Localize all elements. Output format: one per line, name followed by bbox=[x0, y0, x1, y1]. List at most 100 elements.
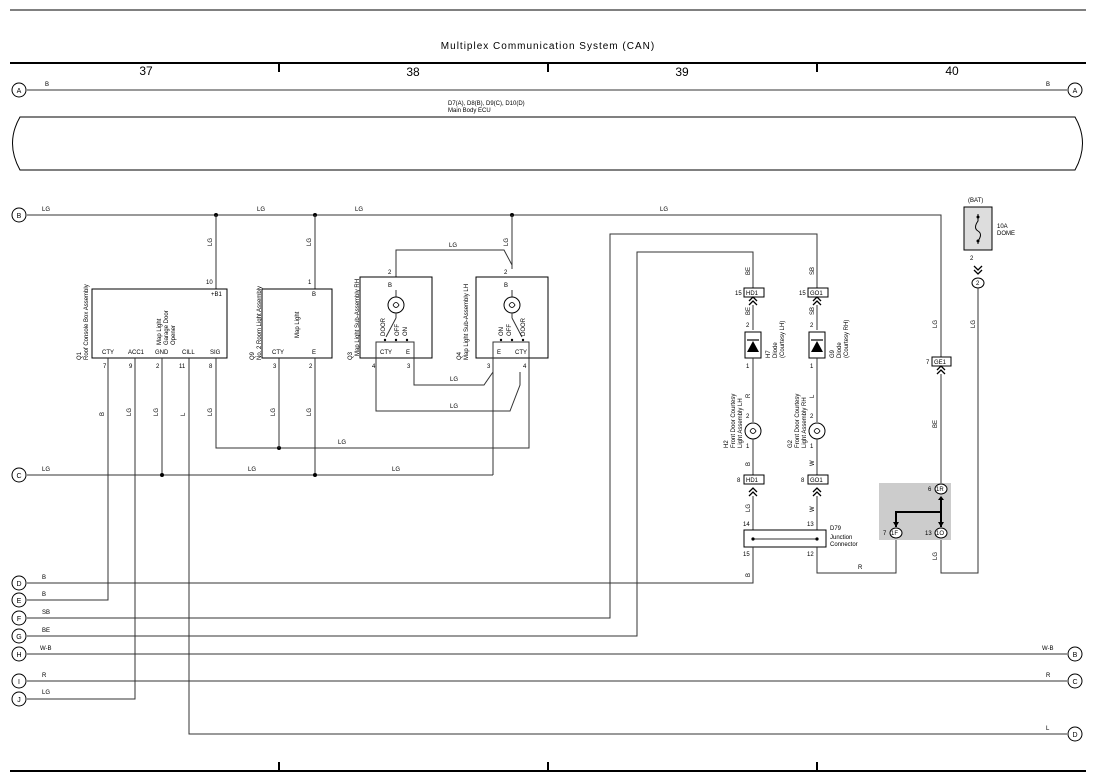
ecu-name: Main Body ECU bbox=[448, 108, 491, 114]
wire-b-h2: B bbox=[746, 573, 752, 577]
q1-box bbox=[91, 288, 228, 359]
hd1-bot-pin: 8 bbox=[737, 478, 741, 484]
wire-label-c: LG bbox=[42, 467, 50, 473]
h2-name: Front Door Courtesy bbox=[731, 394, 737, 448]
ref-left: A B C D E F G H I J bbox=[11, 82, 27, 707]
hd1-top-connector bbox=[743, 287, 765, 298]
wire-label-lg-v1: LG bbox=[208, 238, 214, 246]
connector-2-label: 2 bbox=[976, 281, 980, 287]
hd1-bot-connector bbox=[743, 474, 765, 485]
d79-pin-12: 12 bbox=[807, 552, 814, 558]
go1-bot-connector bbox=[807, 474, 829, 485]
h2-pin-top: 2 bbox=[746, 414, 750, 420]
d79-name: Junction bbox=[830, 535, 852, 541]
go1-top-connector bbox=[807, 287, 829, 298]
hd1-bot-label: HD1 bbox=[746, 478, 759, 484]
q3-num-3: 3 bbox=[407, 364, 411, 370]
h2-bulb-icon bbox=[744, 422, 762, 440]
wire-b-h: B bbox=[746, 462, 752, 466]
q1-wire-lg1: LG bbox=[127, 408, 133, 416]
wire-be-top: BE bbox=[746, 267, 752, 275]
q3-sw-on: ON bbox=[403, 327, 409, 336]
wire-w-g2: W bbox=[810, 506, 816, 512]
wire-sb-mid: SB bbox=[810, 307, 816, 315]
q1-pin-plusb1: +B1 bbox=[211, 292, 223, 298]
wire-label-j: LG bbox=[42, 690, 50, 696]
q1-num-2: 2 bbox=[156, 364, 160, 370]
q1-wire-lg2: LG bbox=[154, 408, 160, 416]
wire-label-i: R bbox=[42, 673, 47, 679]
q9-pin-cty: CTY bbox=[272, 350, 284, 356]
q4-sw-on: ON bbox=[499, 327, 505, 336]
h7-ref: H7 bbox=[766, 350, 772, 358]
q9-name: No. 2 Room Light Assembly bbox=[257, 286, 263, 360]
wire-label-lg-v4: LG bbox=[933, 320, 939, 328]
c1o-pin: 13 bbox=[925, 531, 932, 537]
wire-l-g: L bbox=[810, 394, 816, 398]
q3-num-4: 4 bbox=[372, 364, 376, 370]
wire-label-c-lg1: LG bbox=[248, 467, 256, 473]
q9-num-3: 3 bbox=[273, 364, 277, 370]
hd1-top-pin: 15 bbox=[735, 291, 742, 297]
wire-label-g: BE bbox=[42, 628, 50, 634]
connector-1o-label: 1O bbox=[936, 531, 944, 537]
d79-ref: D79 bbox=[830, 526, 842, 532]
q1-num-9: 9 bbox=[129, 364, 133, 370]
q1-inner-1: Map Light bbox=[157, 318, 163, 345]
q1-num-11: 11 bbox=[179, 364, 186, 370]
h7-diode-icon bbox=[747, 341, 759, 352]
column-37: 37 bbox=[139, 64, 153, 78]
q1-wire-l: L bbox=[181, 412, 187, 416]
ref-right: A B C D bbox=[1067, 82, 1083, 742]
wire-label-a-right: B bbox=[1046, 82, 1050, 88]
wire-label-lg-1: LG bbox=[257, 207, 265, 213]
q3-wire-lg2: LG bbox=[450, 404, 458, 410]
svg-text:C: C bbox=[1072, 679, 1077, 686]
h7-pin-bot: 1 bbox=[746, 364, 750, 370]
wire-label-h: W-B bbox=[40, 646, 52, 652]
connector-1r-label: 1R bbox=[936, 487, 944, 493]
ge1-pin: 7 bbox=[926, 360, 930, 366]
wire-label-lg-2: LG bbox=[355, 207, 363, 213]
q1-name: Roof Console Box Assembly bbox=[84, 284, 90, 360]
wire-label-d: B bbox=[42, 575, 46, 581]
q1-wire-lg3: LG bbox=[208, 408, 214, 416]
wire-label-l-right: L bbox=[1046, 726, 1050, 732]
fuse-rating: 10A bbox=[997, 224, 1008, 230]
q1-pin-gnd: GND bbox=[155, 350, 169, 356]
h7-name: Diode bbox=[773, 342, 779, 358]
svg-text:A: A bbox=[1073, 88, 1078, 95]
ge1-label: GE1 bbox=[934, 360, 947, 366]
q3-name: Map Light Sub-Assembly RH bbox=[355, 279, 361, 356]
wire-label-b: LG bbox=[42, 207, 50, 213]
splice-c2 bbox=[313, 473, 317, 477]
q1-num-7: 7 bbox=[103, 364, 107, 370]
wire-label-f: SB bbox=[42, 610, 50, 616]
h7-sub: (Courtesy LH) bbox=[780, 321, 786, 358]
wire-lg-h: LG bbox=[746, 504, 752, 512]
wire-label-lg-cty: LG bbox=[338, 440, 346, 446]
q9-pin-b-no: 1 bbox=[308, 280, 312, 286]
c1r-pin: 6 bbox=[928, 487, 932, 493]
q3-sw-door: DOOR bbox=[381, 317, 387, 336]
svg-text:B: B bbox=[1073, 652, 1078, 659]
q9-num-2: 2 bbox=[309, 364, 313, 370]
fuse-source: (BAT) bbox=[968, 198, 983, 204]
svg-text:C: C bbox=[16, 473, 21, 480]
d79-name2: Connector bbox=[830, 542, 858, 548]
q4-ref: Q4 bbox=[457, 351, 463, 360]
wire-lg-fuse: LG bbox=[971, 320, 977, 328]
q1-pin-sig: SIG bbox=[210, 350, 221, 356]
q4-bulb-icon bbox=[503, 296, 521, 314]
svg-text:H: H bbox=[16, 652, 21, 659]
g2-bulb-icon bbox=[808, 422, 826, 440]
q4-num-4: 4 bbox=[523, 364, 527, 370]
q1-ref: Q1 bbox=[77, 351, 83, 360]
q1-pin-cill: CILL bbox=[182, 350, 195, 356]
go1-bot-label: GO1 bbox=[810, 478, 823, 484]
q3-pin-cty: CTY bbox=[380, 350, 392, 356]
fuse-pin: 2 bbox=[970, 256, 974, 262]
go1-top-pin: 15 bbox=[799, 291, 806, 297]
wire-r-d79: R bbox=[858, 565, 863, 571]
q9-box bbox=[261, 288, 333, 359]
